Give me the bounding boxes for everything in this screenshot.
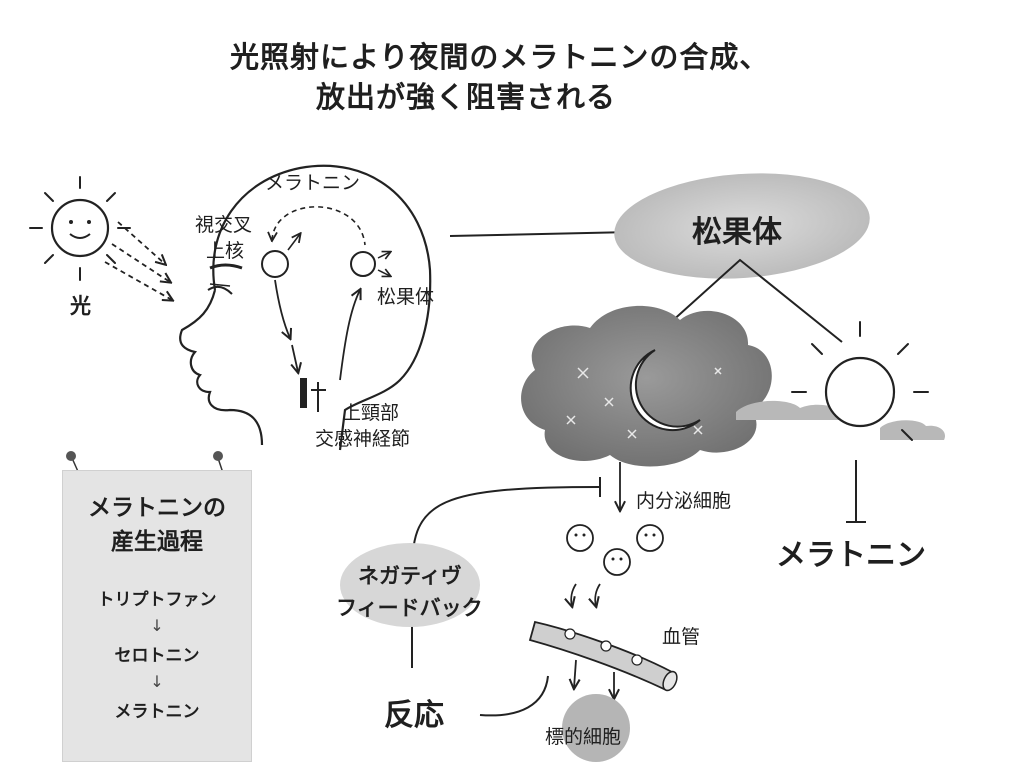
- melatonin-process-panel: メラトニンの 産生過程 トリプトファン ↓ セロトニン ↓ メラトニン: [62, 470, 252, 762]
- panel-arrow-2: ↓: [150, 672, 164, 691]
- title-line-1: 光照射により夜間のメラトニンの合成、: [230, 40, 770, 74]
- negative-feedback-label-2: フィードバック: [336, 596, 483, 620]
- target-cell-blob: [562, 694, 630, 762]
- night-cloud: [521, 305, 772, 467]
- light-label: 光: [70, 294, 91, 318]
- star-icon: [566, 367, 722, 439]
- negative-feedback-label-1: ネガティヴ: [358, 564, 462, 588]
- panel-heading-1: メラトニンの: [88, 495, 226, 521]
- pineal-oval: [614, 173, 870, 279]
- head-outline: [179, 164, 432, 451]
- pineal-node: [350, 251, 376, 277]
- ganglion-label-2: 交感神経節: [315, 428, 411, 450]
- cell-icon: [566, 524, 664, 576]
- moon-icon: [629, 349, 701, 432]
- sun-icon: [736, 321, 946, 441]
- blood-vessel: [528, 620, 678, 692]
- melatonin-head-label: メラトニン: [265, 172, 361, 194]
- target-cells-label: 標的細胞: [545, 726, 622, 748]
- panel-step-tryptophan: トリプトファン: [97, 590, 217, 610]
- pineal-main-label: 松果体: [692, 215, 782, 250]
- melatonin-right-label: メラトニン: [776, 538, 926, 573]
- ganglion-label-1: 上頸部: [342, 402, 400, 424]
- negative-feedback-bubble: [340, 543, 480, 627]
- pineal-head-label: 松果体: [377, 286, 435, 308]
- scn-label-2: 上核: [206, 240, 245, 262]
- title-line-2: 放出が強く阻害される: [316, 80, 617, 114]
- panel-arrow-1: ↓: [150, 616, 164, 635]
- scn-node: [261, 250, 289, 278]
- ganglion-mark: [300, 378, 307, 408]
- panel-step-melatonin: メラトニン: [114, 702, 200, 722]
- pin-icon: [66, 451, 225, 477]
- sun-icon: [29, 176, 131, 281]
- reaction-label: 反応: [384, 698, 444, 733]
- panel-step-serotonin: セロトニン: [114, 646, 200, 666]
- panel-heading-2: 産生過程: [111, 529, 203, 555]
- scn-label-1: 視交叉: [195, 214, 253, 236]
- blood-vessel-label: 血管: [662, 626, 701, 648]
- endocrine-label: 内分泌細胞: [636, 490, 732, 512]
